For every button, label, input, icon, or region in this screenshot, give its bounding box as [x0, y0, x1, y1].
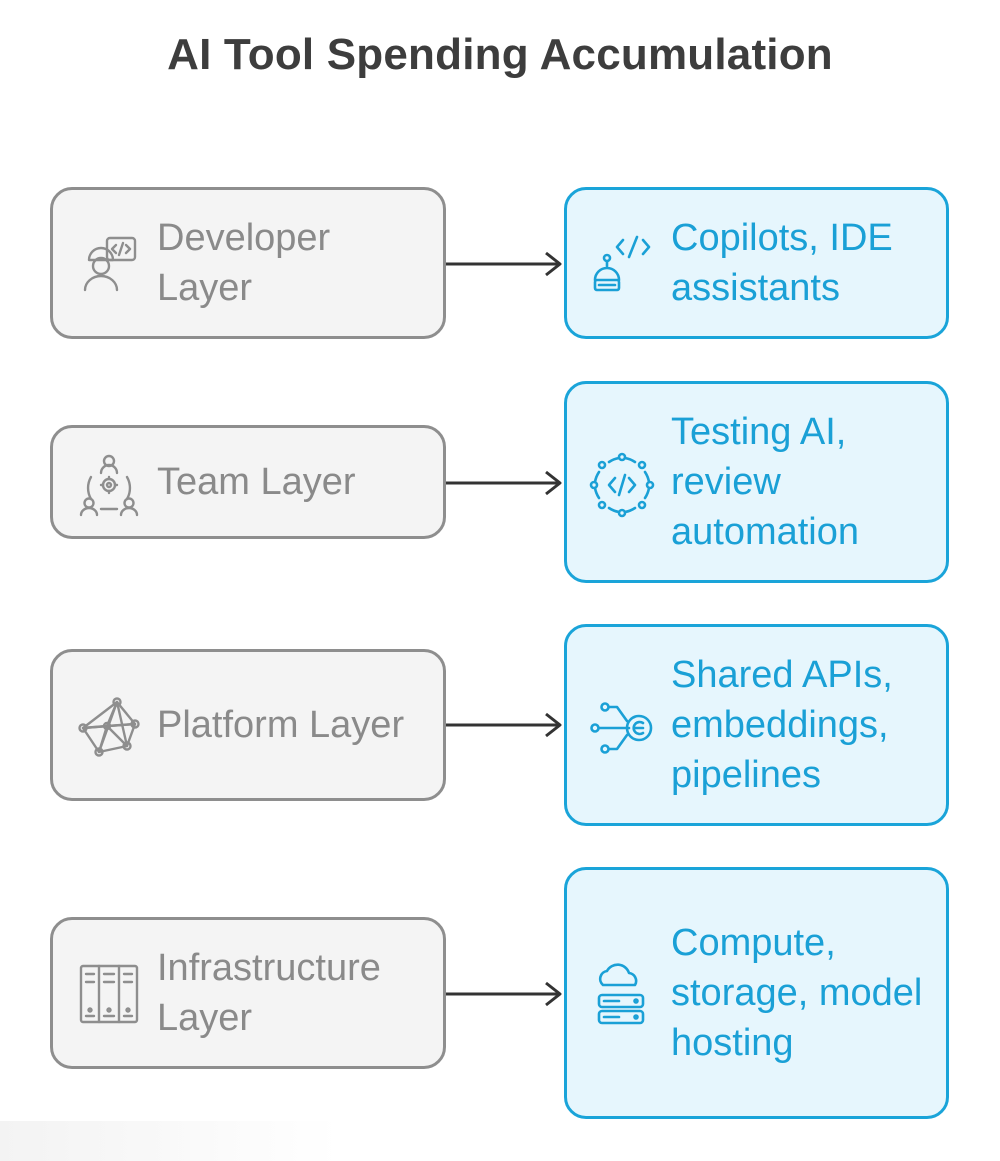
developer-icon [83, 236, 137, 292]
code-robot-icon [593, 235, 651, 292]
layer-box-platform: Platform Layer [50, 649, 446, 801]
tools-label-platform: Shared APIs, embeddings, pipelines [671, 654, 893, 796]
connector-arrow [446, 470, 562, 496]
layer-label-platform: Platform Layer [157, 704, 405, 746]
tools-box-team: Testing AI, review automation [564, 381, 949, 583]
tools-label-team: Testing AI, review automation [671, 411, 860, 553]
tools-label-infrastructure: Compute, storage, model hosting [671, 922, 923, 1064]
layer-box-infrastructure: Infrastructure Layer [50, 917, 446, 1069]
tools-box-developer: Copilots, IDE assistants [564, 187, 949, 339]
layer-label-developer: Developer Layer [157, 217, 331, 309]
code-automation-icon [589, 452, 655, 518]
team-icon [79, 454, 139, 517]
connector-arrow [446, 981, 562, 1007]
tools-label-developer: Copilots, IDE assistants [671, 217, 893, 309]
bottom-shadow [0, 1121, 340, 1161]
network-icon [78, 697, 140, 757]
layer-box-developer: Developer Layer [50, 187, 446, 339]
cloud-server-icon [597, 963, 645, 1025]
layer-label-team: Team Layer [157, 461, 356, 503]
layer-box-team: Team Layer [50, 425, 446, 539]
connector-arrow [446, 712, 562, 738]
diagram-title: AI Tool Spending Accumulation [167, 30, 833, 79]
pipeline-icon [590, 702, 653, 754]
layer-label-infrastructure: Infrastructure Layer [157, 947, 381, 1039]
connector-arrow [446, 251, 562, 277]
server-rack-icon [79, 964, 139, 1024]
tools-box-infrastructure: Compute, storage, model hosting [564, 867, 949, 1119]
tools-box-platform: Shared APIs, embeddings, pipelines [564, 624, 949, 826]
